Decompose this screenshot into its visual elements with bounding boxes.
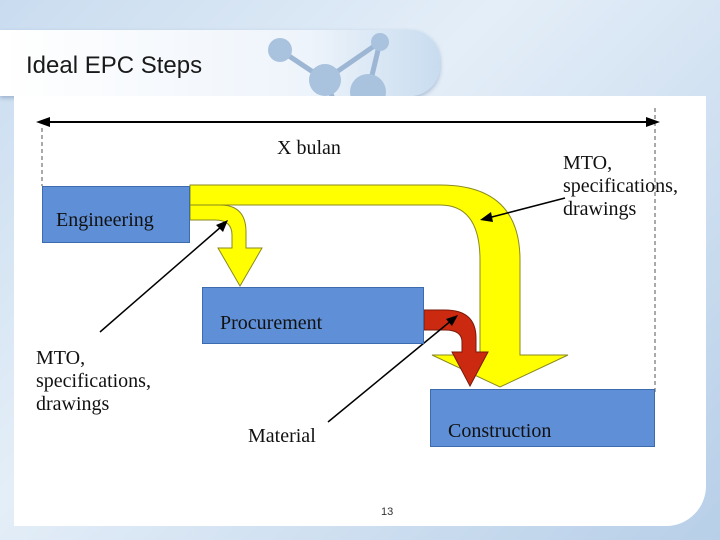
mto-right-line-3: drawings (563, 198, 637, 220)
yellow-arrow-engineering-procurement (189, 204, 263, 287)
slide-title: Ideal EPC Steps (26, 52, 203, 79)
engineering-label: Engineering (56, 209, 154, 231)
mto-right-line-2: specifications, (563, 175, 678, 197)
timeline-arrowhead-right (646, 117, 660, 127)
procurement-box (202, 287, 424, 344)
yellow-arrow-engineering-construction (189, 184, 569, 388)
page-number: 13 (381, 506, 394, 518)
material-label: Material (248, 425, 316, 447)
pointer-head-material (446, 315, 458, 326)
pointer-head-mto-left (216, 220, 228, 232)
mto-right-line-1: MTO, (563, 152, 613, 174)
procurement-label: Procurement (220, 312, 323, 334)
mto-left-line-2: specifications, (36, 370, 151, 392)
pointer-head-mto-right (480, 212, 493, 222)
pointer-line-material (327, 319, 453, 423)
mto-left-line-1: MTO, (36, 347, 86, 369)
timeline-label: X bulan (277, 137, 341, 159)
mto-left-line-3: drawings (36, 393, 110, 415)
engineering-box (42, 186, 190, 243)
pointer-line-mto-right (487, 197, 566, 219)
construction-box (430, 389, 655, 447)
pointer-line-mto-left (99, 225, 223, 333)
timeline-arrowhead-left (36, 117, 50, 127)
construction-label: Construction (448, 420, 552, 442)
